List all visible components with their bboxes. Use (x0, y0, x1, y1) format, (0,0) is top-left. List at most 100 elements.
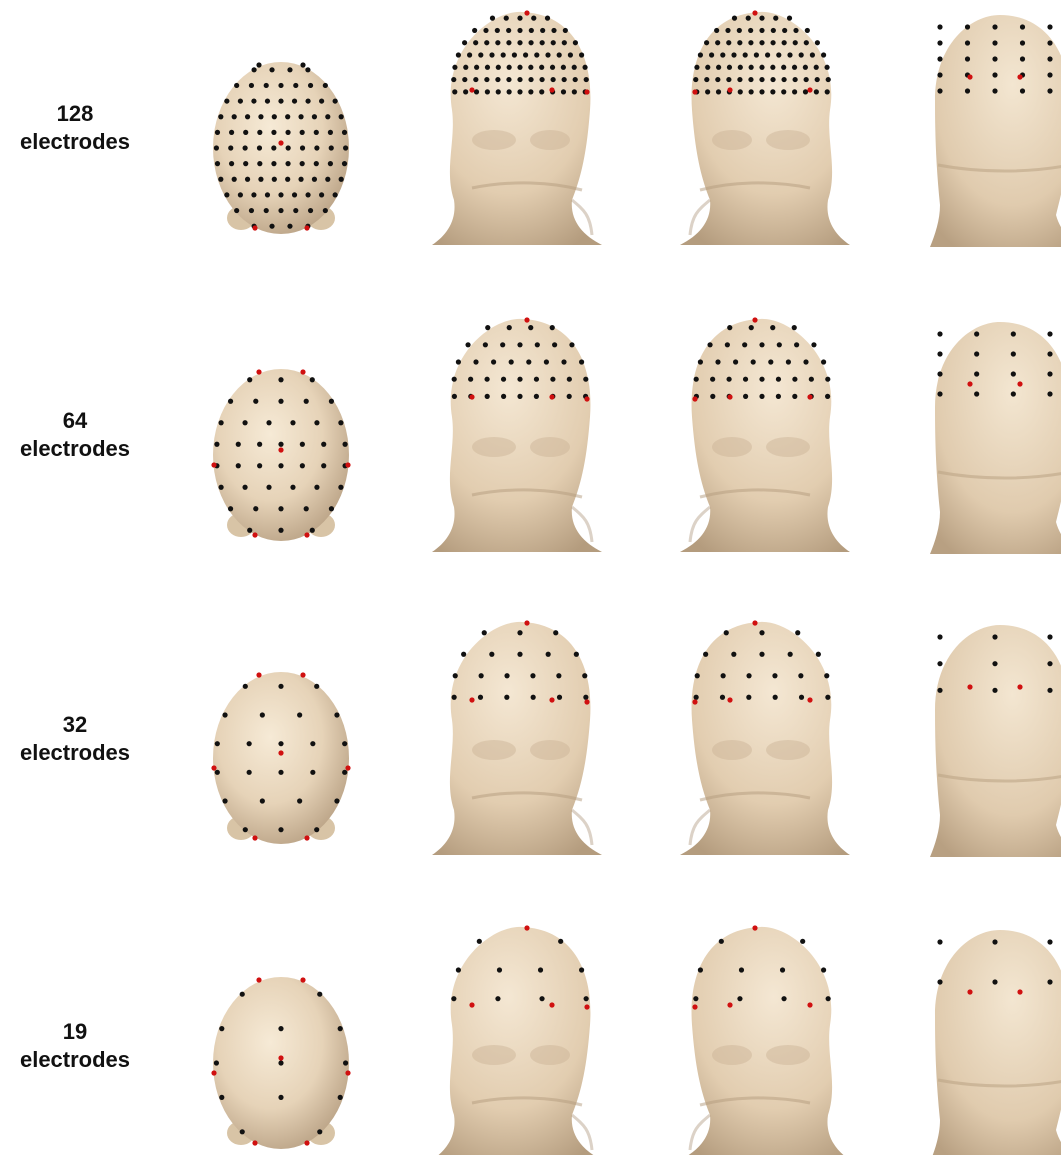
montage-row-32 (211, 620, 1061, 857)
electrode (500, 342, 505, 347)
eye-shadow (472, 740, 516, 760)
electrode (278, 399, 283, 404)
electrode (456, 359, 461, 364)
electrode (551, 77, 556, 82)
electrode (243, 827, 248, 832)
electrode (937, 371, 942, 376)
reference-electrode (549, 87, 554, 92)
electrode (222, 798, 227, 803)
electrode (236, 463, 241, 468)
electrode (452, 89, 457, 94)
electrode (328, 130, 333, 135)
electrode (974, 391, 979, 396)
electrode (489, 52, 494, 57)
electrode (1047, 634, 1052, 639)
electrode (339, 177, 344, 182)
electrode (799, 52, 804, 57)
electrode (343, 1060, 348, 1065)
electrode (792, 377, 797, 382)
electrode (551, 28, 556, 33)
electrode (795, 630, 800, 635)
electrode (552, 342, 557, 347)
electrode (528, 65, 533, 70)
electrode (825, 394, 830, 399)
eye-shadow (530, 1045, 570, 1065)
electrode (693, 77, 698, 82)
electrode (278, 684, 283, 689)
electrode (562, 40, 567, 45)
head-silhouette (680, 622, 850, 855)
electrode (1020, 24, 1025, 29)
reference-electrode (524, 317, 529, 322)
electrode (782, 28, 787, 33)
electrode (504, 695, 509, 700)
electrode (809, 377, 814, 382)
electrode (474, 65, 479, 70)
electrode (743, 52, 748, 57)
head-front-left-view (680, 10, 850, 245)
electrode (452, 65, 457, 70)
electrode (314, 420, 319, 425)
electrode (776, 394, 781, 399)
electrode (529, 28, 534, 33)
electrode (694, 695, 699, 700)
electrode (512, 52, 517, 57)
electrode (463, 89, 468, 94)
electrode (721, 673, 726, 678)
electrode (278, 1026, 283, 1031)
electrode (738, 89, 743, 94)
electrode (539, 996, 544, 1001)
electrode (805, 28, 810, 33)
reference-electrode (584, 396, 589, 401)
electrode (781, 89, 786, 94)
electrode (482, 630, 487, 635)
electrode (793, 40, 798, 45)
electrode (300, 145, 305, 150)
electrode (1047, 939, 1052, 944)
electrode (693, 996, 698, 1001)
electrode (719, 939, 724, 944)
reference-electrode (304, 835, 309, 840)
electrode (787, 52, 792, 57)
electrode (278, 208, 283, 213)
electrode (803, 65, 808, 70)
electrode (550, 377, 555, 382)
head-silhouette (930, 625, 1061, 857)
electrode (329, 506, 334, 511)
electrode (483, 342, 488, 347)
electrode (465, 342, 470, 347)
electrode (517, 28, 522, 33)
electrode (698, 52, 703, 57)
eye-shadow (766, 437, 810, 457)
electrode (726, 40, 731, 45)
reference-electrode (584, 1004, 589, 1009)
electrode (285, 130, 290, 135)
electrode (249, 83, 254, 88)
electrode (793, 77, 798, 82)
electrode (251, 192, 256, 197)
electrode (468, 377, 473, 382)
electrode (260, 798, 265, 803)
reference-electrode (967, 684, 972, 689)
electrode (240, 992, 245, 997)
electrode (992, 634, 997, 639)
electrode (342, 770, 347, 775)
electrode (310, 741, 315, 746)
electrode (545, 52, 550, 57)
electrode (253, 399, 258, 404)
electrode (579, 52, 584, 57)
electrode (257, 442, 262, 447)
electrode (727, 65, 732, 70)
electrode (695, 673, 700, 678)
electrode (974, 351, 979, 356)
electrode (478, 695, 483, 700)
electrode (472, 28, 477, 33)
reference-electrode (304, 225, 309, 230)
electrode (1020, 88, 1025, 93)
electrode (247, 377, 252, 382)
electrode (937, 40, 942, 45)
electrode (705, 65, 710, 70)
electrode (815, 40, 820, 45)
electrode (517, 394, 522, 399)
electrode (568, 52, 573, 57)
